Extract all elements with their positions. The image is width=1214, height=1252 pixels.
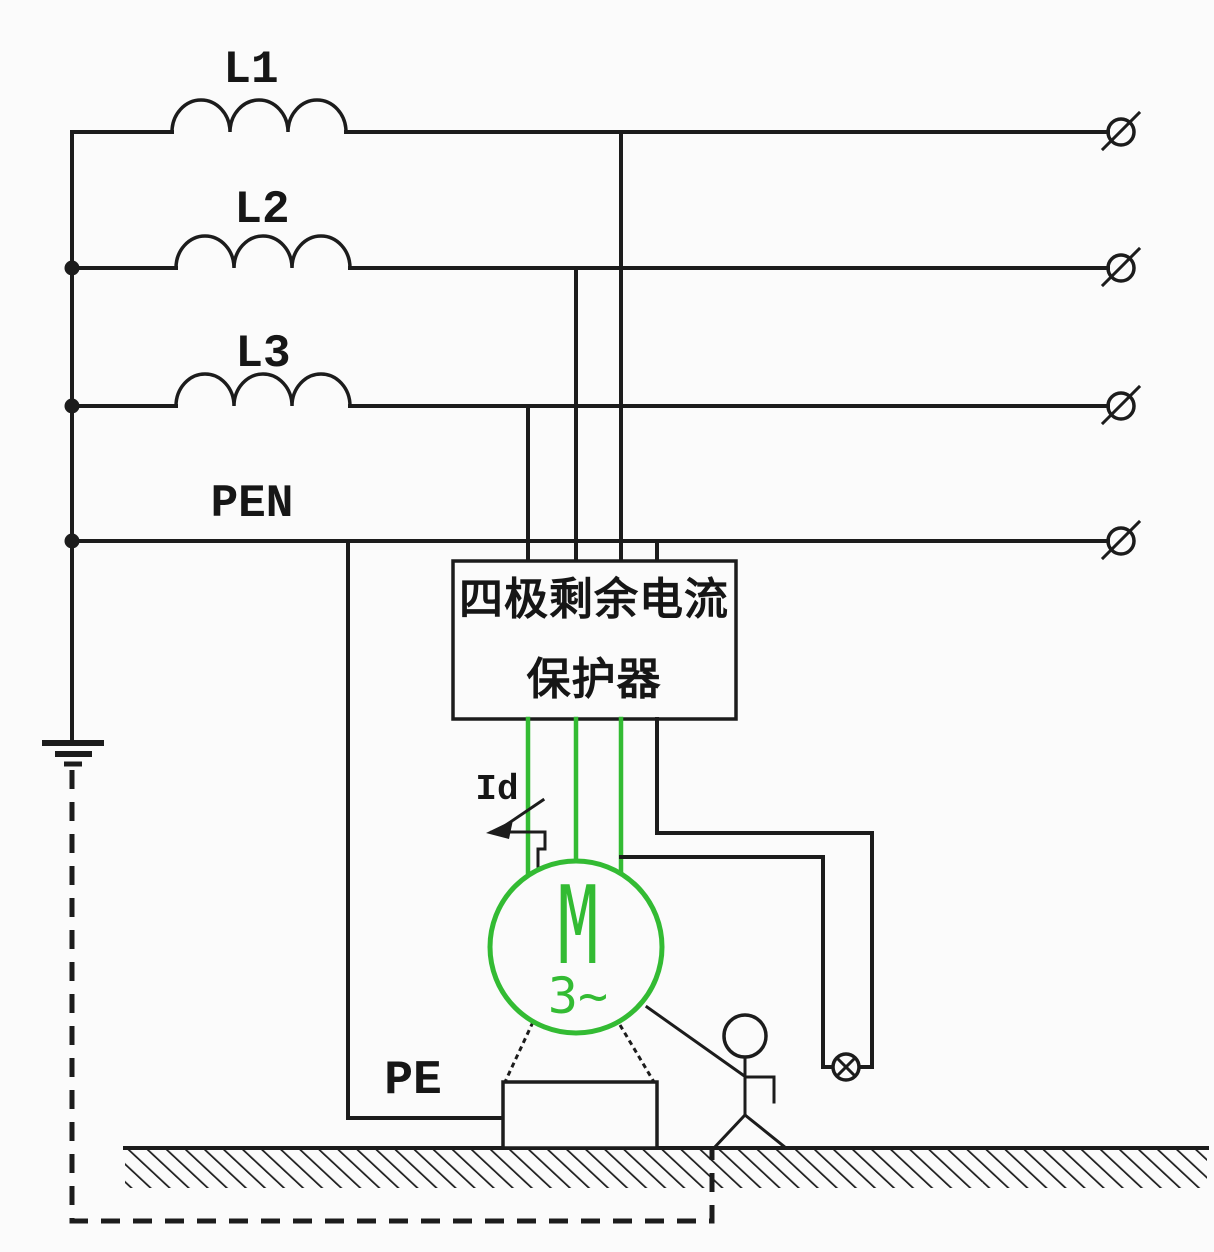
l1-winding-coil <box>170 98 348 134</box>
junction-dot-l2 <box>64 260 80 276</box>
fault-current-annotation: Id <box>475 769 547 872</box>
person-leg-right <box>742 1112 789 1151</box>
source-earth-electrode <box>42 740 104 767</box>
junction-dot-pen <box>64 533 80 549</box>
ground-surface <box>123 1146 1209 1188</box>
pe-label: PE <box>384 1054 442 1108</box>
motor-phase-wires <box>525 716 624 879</box>
terminal-l1-icon <box>1100 110 1142 152</box>
ground-hatching <box>125 1150 1207 1188</box>
indicator-lamp-icon <box>831 1052 861 1082</box>
earth-ground-icon <box>42 740 104 767</box>
person-leg-left <box>710 1112 748 1152</box>
motor: M 3~ <box>487 858 665 1150</box>
junction-dot-l3 <box>64 398 80 414</box>
lamp-circuit <box>619 717 874 1082</box>
rcd-supply-drops <box>526 130 659 563</box>
pe-conductor: PE <box>346 539 505 1120</box>
person-arm-touching-motor <box>644 1004 746 1078</box>
motor-circle <box>487 858 665 1036</box>
motor-base <box>501 1080 659 1150</box>
rcd-title-line2: 保护器 <box>527 655 662 704</box>
fault-current-arrow-icon <box>486 797 547 872</box>
pen-label: PEN <box>211 478 294 530</box>
motor-symbol-text: M <box>558 864 598 989</box>
l1-label: L1 <box>223 44 278 96</box>
terminal-pen-icon <box>1100 519 1142 561</box>
feeder-terminals <box>1100 110 1142 561</box>
person-figure <box>644 1004 789 1152</box>
person-arm-bent <box>744 1075 776 1104</box>
l2-winding-coil <box>174 234 352 270</box>
phase-tap-to-lamp <box>619 855 835 1069</box>
terminal-l3-icon <box>1100 384 1142 426</box>
rcd-box <box>451 559 738 721</box>
neutral-wire-to-lamp <box>655 717 874 1069</box>
l2-label: L2 <box>234 184 289 236</box>
motor-phase-text: 3~ <box>548 967 608 1025</box>
pe-wire <box>346 539 505 1120</box>
person-head <box>722 1013 768 1059</box>
l3-winding-coil <box>174 372 352 408</box>
motor-mount-right <box>618 1024 656 1083</box>
rcd-device: 四极剩余电流 保护器 <box>451 559 738 721</box>
fault-current-label: Id <box>475 769 518 810</box>
terminal-l2-icon <box>1100 246 1142 288</box>
l3-label: L3 <box>235 328 290 380</box>
rcd-title-line1: 四极剩余电流 <box>459 574 729 624</box>
motor-mount-left <box>503 1021 535 1083</box>
supply-buses: L1 L2 L3 PEN <box>64 44 1110 744</box>
